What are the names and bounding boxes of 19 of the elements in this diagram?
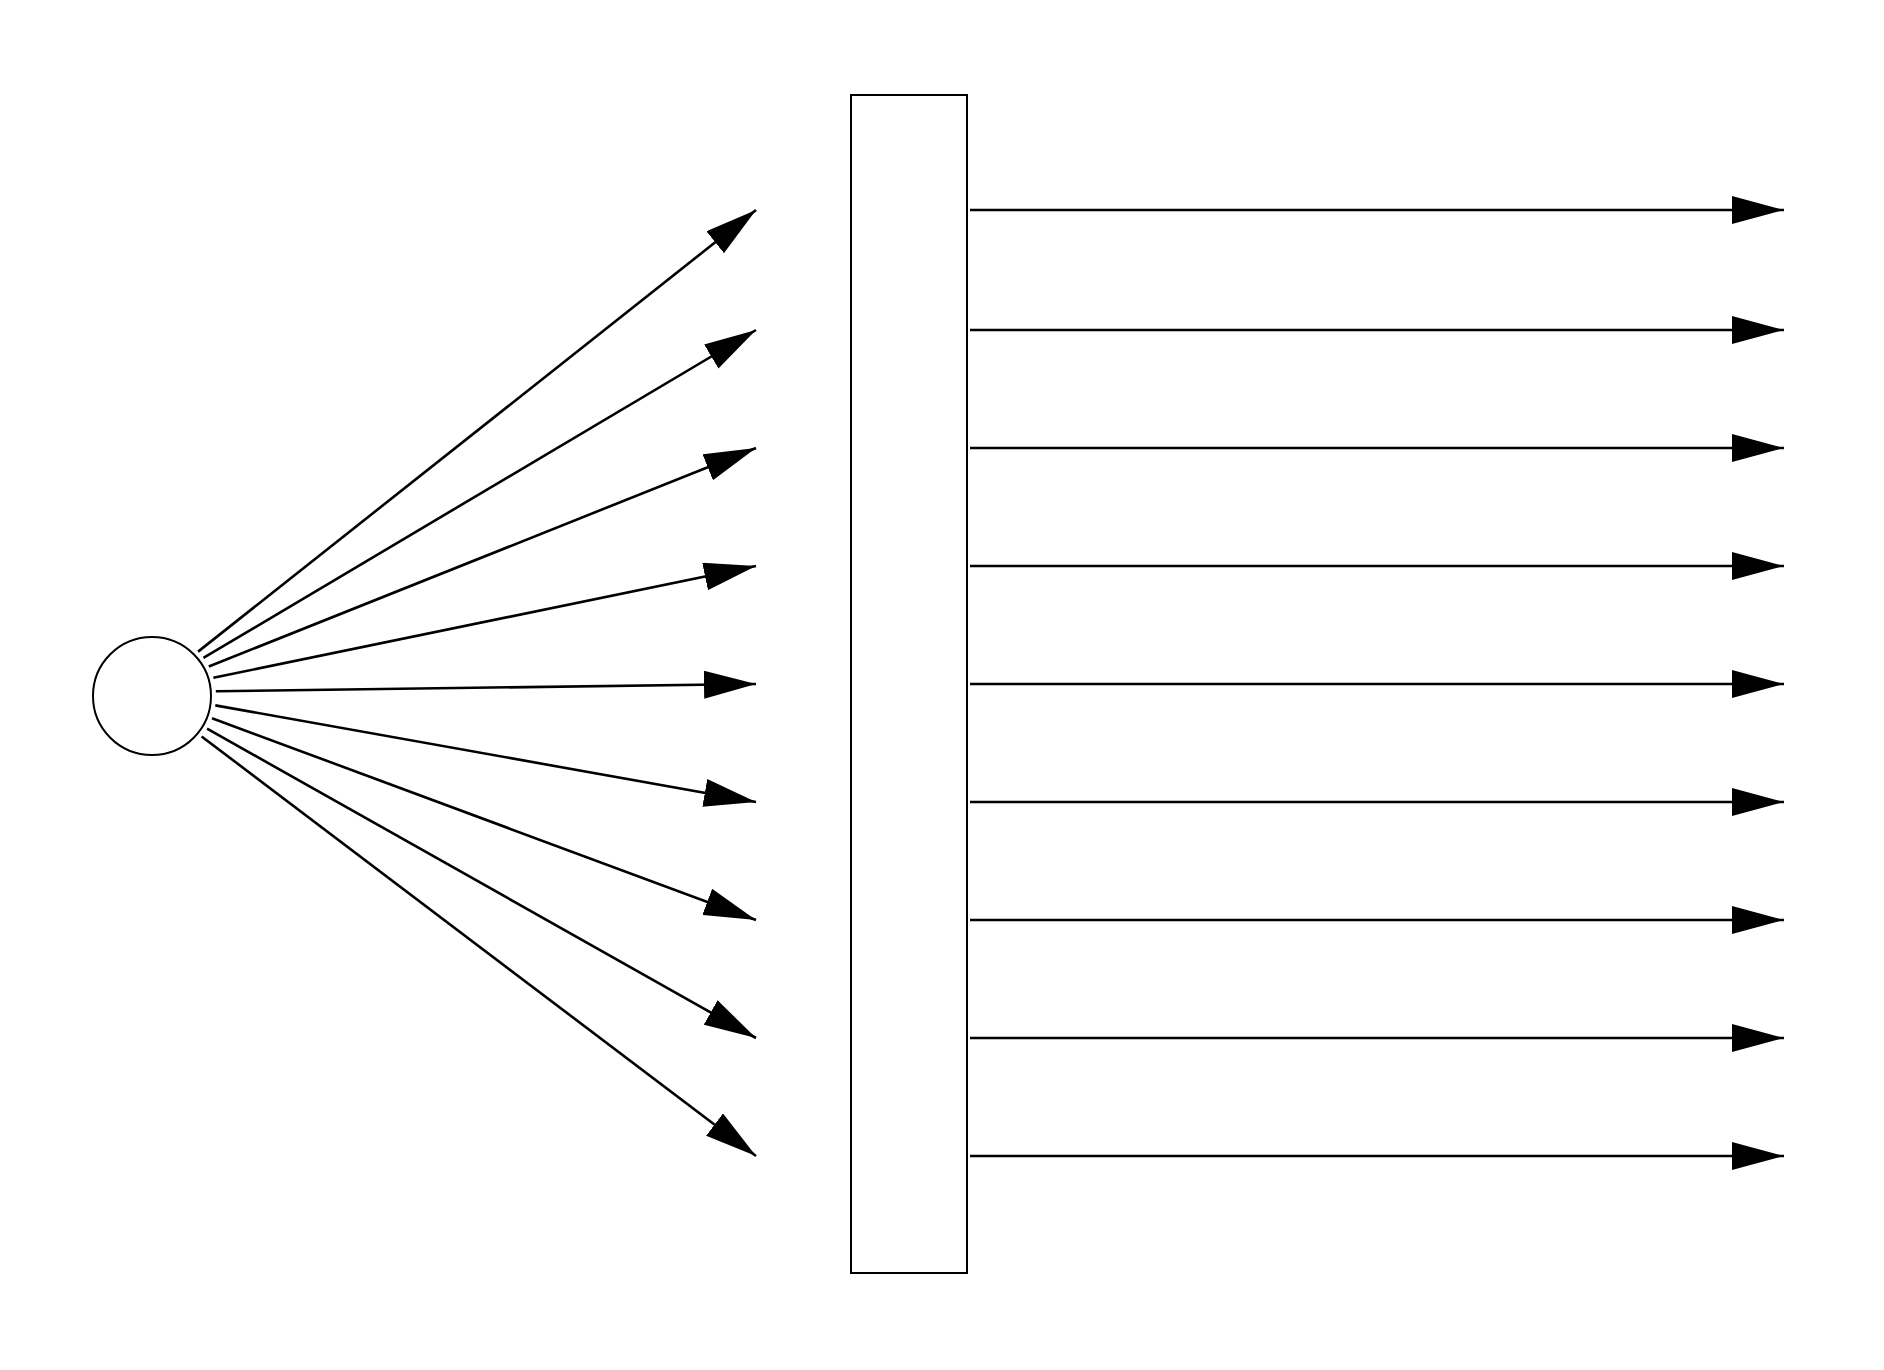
ray-arrow xyxy=(200,735,757,1158)
ray-arrow xyxy=(970,1024,1784,1052)
ray-arrow xyxy=(208,446,757,668)
ray-arrow xyxy=(970,788,1784,816)
lens-rectangle xyxy=(850,94,968,1274)
ray-arrow xyxy=(970,670,1784,698)
ray-arrow xyxy=(970,316,1784,344)
ray-arrow xyxy=(202,328,757,660)
ray-arrow xyxy=(215,704,757,807)
ray-arrow xyxy=(197,209,757,653)
ray-arrow xyxy=(211,717,757,922)
ray-arrow xyxy=(213,562,757,680)
ray-arrow xyxy=(215,670,756,699)
ray-arrow xyxy=(206,727,757,1040)
ray-arrow xyxy=(970,434,1784,462)
ray-arrow xyxy=(970,552,1784,580)
ray-arrow xyxy=(970,1142,1784,1170)
ray-arrow xyxy=(970,196,1784,224)
ray-arrow xyxy=(970,906,1784,934)
